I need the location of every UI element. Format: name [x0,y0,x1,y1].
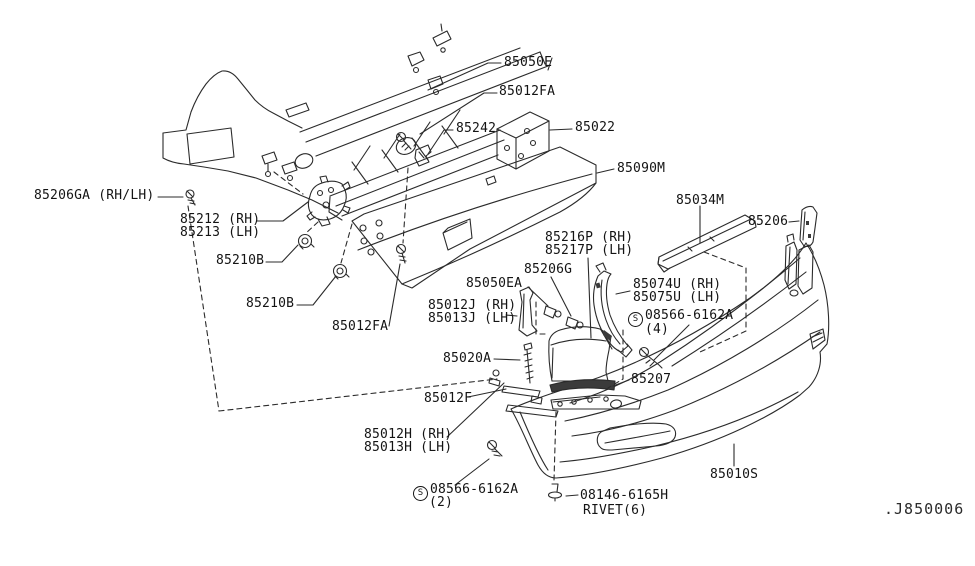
clip-85050ea [543,305,562,319]
part-number-text: 85210B [216,253,265,268]
part-number-text: 85206GA (RH/LH) [34,188,155,203]
part-number-text: 85050EA [466,276,523,291]
part-number-text: 85034M [676,193,725,208]
part-label-85034m: 85034M [676,194,724,208]
part-label-85013j-lh: 85013J (LH) [428,312,516,326]
part-label-85012f: 85012F [424,392,472,406]
part-label-85242: 85242 [456,122,496,136]
part-number-text: 85022 [575,120,616,135]
part-number-text: 85020A [443,351,492,366]
clip-cluster-85050e [407,23,452,96]
part-label-85207: 85207 [631,373,671,387]
part-label-85210b-2: 85210B [246,297,294,311]
clip-85206g [565,316,584,330]
screw-symbol-icon: S [628,312,643,327]
rivet-08146 [547,483,563,502]
part-label-85022: 85022 [575,121,615,135]
part-number-text: 85206 [748,214,789,229]
body-clips [261,151,298,182]
part-label-85020a: 85020A [443,352,491,366]
nut-85210b-1 [297,233,315,250]
part-label-85217p-lh: 85217P (LH) [545,244,633,258]
part-number-text: 85216P (RH) [545,230,634,245]
part-label-08146-6165h: 08146-6165H [580,489,668,503]
part-number-text: 85090M [617,161,666,176]
bracket-85206 [799,205,818,248]
part-label-85010s: 85010S [710,468,758,482]
part-label-85012j-rh: 85012J (RH) [428,299,516,313]
part-label-85213-lh: 85213 (LH) [180,226,260,240]
part-label-85206ga: 85206GA (RH/LH) [34,189,154,203]
part-label-85210b-1: 85210B [216,254,264,268]
part-label-85050ea: 85050EA [466,277,522,291]
screw-85206ga [185,189,196,206]
part-number-text: 08566-6162A [645,308,734,323]
part-label-85050e: 85050E [504,56,552,70]
part-label-85212-rh: 85212 (RH) [180,213,260,227]
part-number-text: 85242 [456,121,497,136]
part-number-text: 85050E [504,55,553,70]
part-label-85075u-lh: 85075U (LH) [633,291,721,305]
bracket-pair-bumper-corner [784,233,814,297]
part-number-text: (2) [429,495,454,510]
part-number-text: RIVET(6) [583,503,648,518]
part-number-text: 08566-6162A [430,482,519,497]
part-number-text: 85012FA [332,319,389,334]
part-number-text: 85012H (RH) [364,427,453,442]
bolt-85012fa-bottom [395,243,407,264]
retainer-strip [550,394,642,410]
bolt-85012fa-top [395,131,412,151]
part-label-qty-2: (2) [429,496,453,510]
part-number-text: 85013J (LH) [428,311,517,326]
part-number-text: 85212 (RH) [180,212,261,227]
screw-s2 [486,439,503,457]
part-number-text: 85217P (LH) [545,243,634,258]
part-label-85090m: 85090M [617,162,665,176]
bracket-cluster-85012f [488,369,559,418]
bar-85034m [657,214,757,273]
part-number-text: 85013H (LH) [364,440,453,455]
part-number-text: 85012F [424,391,473,406]
part-number-text: 08146-6165H [580,488,669,503]
part-label-85012fa-bottom: 85012FA [332,320,388,334]
stay-85022 [496,111,550,170]
part-label-85206: 85206 [748,215,788,229]
part-label-85013h-lh: 85013H (LH) [364,441,452,455]
part-number-text: 85210B [246,296,295,311]
rear-panel-rails [299,47,553,221]
bracket-85074u [592,262,633,358]
part-number-text: 85012FA [499,84,556,99]
part-number-text: 85074U (RH) [633,277,722,292]
part-number-text: 85206G [524,262,573,277]
part-label-85012fa-top: 85012FA [499,85,555,99]
reinforcement-85090m [351,146,597,289]
corner-piece-85216p [548,326,613,382]
diagram-code: .J850006 [884,500,965,518]
part-label-85206g: 85206G [524,263,572,277]
bracket-85212 [306,175,351,227]
part-label-85012h-rh: 85012H (RH) [364,428,452,442]
bracket-85242 [414,144,432,167]
part-label-85216p-rh: 85216P (RH) [545,231,633,245]
part-label-rivet-6: RIVET(6) [583,504,647,518]
part-number-text: 85012J (RH) [428,298,517,313]
car-body-outline [162,70,417,214]
part-number-text: 85213 (LH) [180,225,261,240]
part-number-text: (4) [645,322,670,337]
screw-symbol-icon: S [413,486,428,501]
leader-lines [157,62,800,497]
dashed-lines [187,167,747,481]
part-number-text: 85075U (LH) [633,290,722,305]
part-label-85074u-rh: 85074U (RH) [633,278,721,292]
screw-s4 [638,346,663,369]
part-label-qty-4: (4) [645,323,669,337]
part-number-text: 85010S [710,467,759,482]
part-number-text: 85207 [631,372,672,387]
screw-85020a [523,342,534,384]
bracket-85012j [518,286,538,337]
